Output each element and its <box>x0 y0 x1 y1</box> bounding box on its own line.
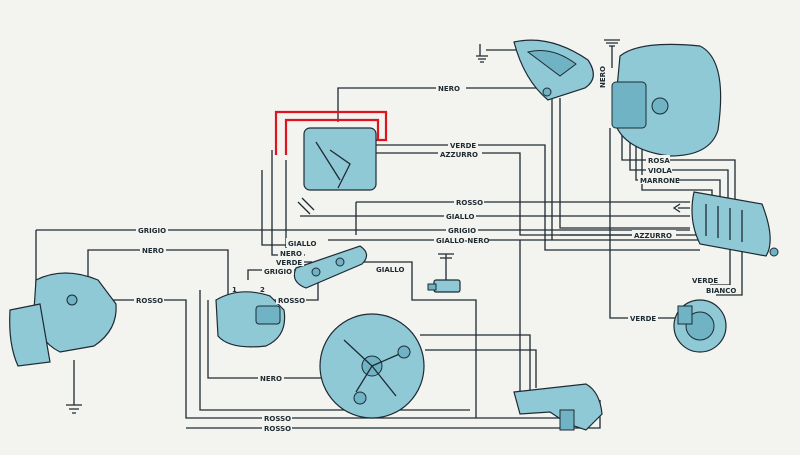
wire-nero-bottom <box>207 300 332 379</box>
wire-magneto-right2 <box>425 349 537 388</box>
label-nero-vertical: NERO <box>599 66 607 88</box>
label-azzurro-right: AZZURRO <box>634 232 672 240</box>
label-rosa: ROSA <box>648 157 670 165</box>
wire-magneto-right <box>420 334 531 390</box>
label-grigio-junction: GRIGIO <box>264 268 292 276</box>
highlight-loop-inner <box>284 118 380 155</box>
spark-plug-icon <box>427 253 461 293</box>
wire-labels: NERO NERO VERDE AZZURRO ROSSO GIALLO GRI… <box>134 66 736 433</box>
label-giallo-mid: GIALLO <box>446 213 474 221</box>
label-coil-terminal-2: 2 <box>260 286 265 294</box>
regulator-icon <box>297 127 377 215</box>
wire-azzurro-top <box>372 152 660 236</box>
tail-light-icon <box>9 272 117 367</box>
label-giallo-plug: GIALLO <box>376 266 404 274</box>
flywheel-magneto-icon <box>319 313 425 419</box>
wire-giallo-plug <box>358 261 477 418</box>
label-marrone: MARRONE <box>640 177 680 185</box>
label-nero-bottom: NERO <box>260 375 282 383</box>
wire-regulator-left-1 <box>261 170 300 246</box>
label-giallo-junction: GIALLO <box>288 240 316 248</box>
label-rosso-mid: ROSSO <box>456 199 483 207</box>
label-verde-junction: VERDE <box>276 259 302 267</box>
wire-headlight-3 <box>629 128 729 200</box>
label-azzurro-top: AZZURRO <box>440 151 478 159</box>
label-rosso-bottom2: ROSSO <box>264 425 291 433</box>
wire-headlight-1 <box>609 128 684 319</box>
label-nero-vertical-group: NERO <box>599 66 607 88</box>
highlight-loop-outer <box>274 110 388 155</box>
label-verde-horn: VERDE <box>630 315 656 323</box>
junction-block-icon <box>672 191 779 257</box>
wire-nero-left <box>87 249 229 300</box>
brake-switch-icon <box>513 383 603 431</box>
label-viola: VIOLA <box>648 167 672 175</box>
label-grigio-mid: GRIGIO <box>448 227 476 235</box>
label-coil-terminal-1: 1 <box>232 286 237 294</box>
wire-headlight-2 <box>621 128 736 200</box>
headlight-icon <box>611 43 722 157</box>
ignition-coil-icon <box>215 291 286 348</box>
wire-bianco-horn <box>716 248 743 296</box>
label-bianco-horn: BIANCO <box>706 287 736 295</box>
label-grigio-left: GRIGIO <box>138 227 166 235</box>
wire-speedo-2 <box>559 98 690 229</box>
label-rosso-left: ROSSO <box>136 297 163 305</box>
label-verde-horn-top: VERDE <box>692 277 718 285</box>
label-nero-top: NERO <box>438 85 460 93</box>
ground-icon <box>66 39 620 414</box>
label-verde-top: VERDE <box>450 142 476 150</box>
label-rosso-bottom1: ROSSO <box>264 415 291 423</box>
label-giallo-nero-mid: GIALLO-NERO <box>436 237 489 245</box>
label-rosso-coil: ROSSO <box>278 297 305 305</box>
handlebar-switch-icon <box>293 245 368 289</box>
label-nero-junction: NERO <box>280 250 302 258</box>
label-nero-left: NERO <box>142 247 164 255</box>
wire-nero-top <box>337 87 553 122</box>
horn-icon <box>673 299 727 353</box>
speedometer-icon <box>513 39 594 101</box>
